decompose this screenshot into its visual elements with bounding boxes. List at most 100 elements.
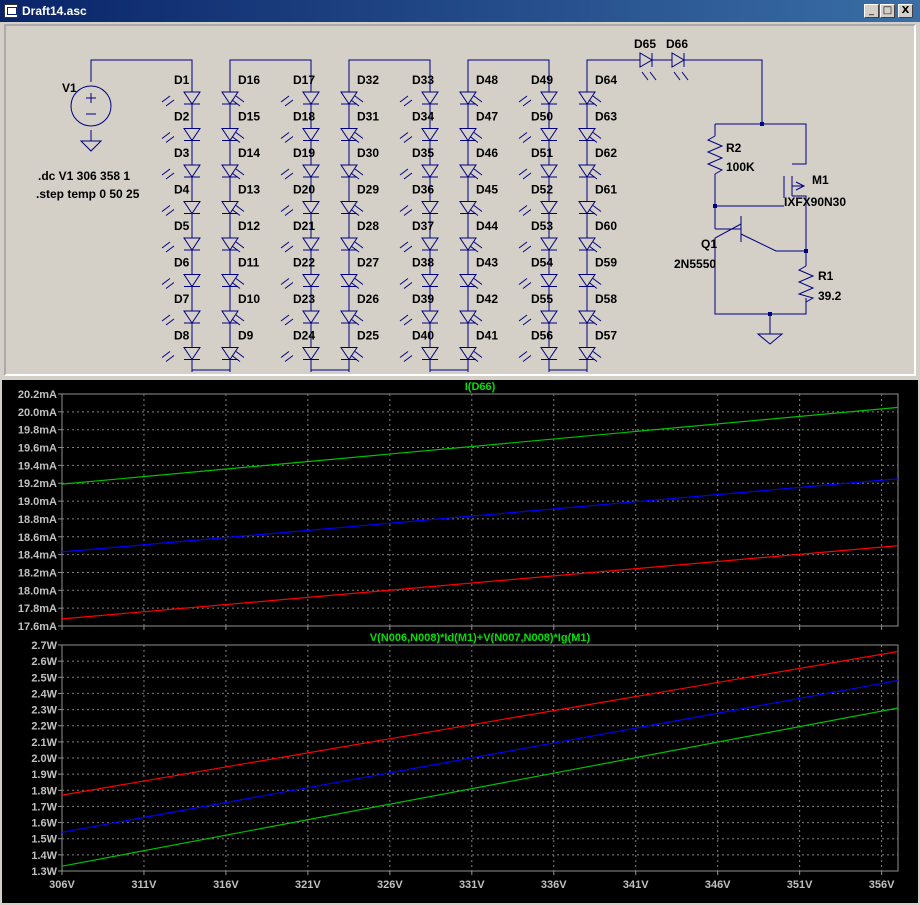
led-d38[interactable]	[399, 274, 439, 289]
schematic-canvas[interactable]: V1 .dc V1 306 358 1 .step temp 0 50 25 R…	[6, 26, 914, 374]
window-titlebar[interactable]: Draft14.asc _ □ X	[0, 0, 920, 22]
led-d53[interactable]	[518, 237, 558, 253]
maximize-button[interactable]: □	[880, 4, 895, 18]
led-d42[interactable]	[459, 310, 483, 326]
led-d24[interactable]	[280, 347, 320, 362]
led-d29[interactable]	[340, 201, 364, 216]
led-d59[interactable]	[578, 274, 602, 289]
led-d37[interactable]	[399, 237, 439, 253]
led-d11[interactable]	[221, 274, 245, 289]
led-label: D66	[666, 37, 688, 51]
led-d10[interactable]	[221, 310, 245, 326]
y-tick-label: 20.0mA	[18, 407, 57, 419]
led-d41[interactable]	[459, 347, 483, 362]
led-d50[interactable]	[518, 128, 558, 143]
light-emit-icon	[518, 351, 532, 362]
led-d54[interactable]	[518, 274, 558, 289]
light-emit-icon	[399, 278, 413, 289]
led-d57[interactable]	[578, 347, 602, 362]
led-d30[interactable]	[340, 164, 364, 180]
waveform-canvas[interactable]: I(D66)17.6mA17.8mA18.0mA18.2mA18.4mA18.6…	[2, 380, 918, 903]
led-d7[interactable]	[161, 310, 201, 326]
y-tick-label: 20.2mA	[18, 389, 57, 401]
led-d3[interactable]	[161, 164, 201, 180]
led-d14[interactable]	[221, 164, 245, 180]
led-d6[interactable]	[161, 274, 201, 289]
led-d12[interactable]	[221, 237, 245, 253]
led-d2[interactable]	[161, 128, 201, 143]
led-d22[interactable]	[280, 274, 320, 289]
led-d9[interactable]	[221, 347, 245, 362]
led-d63[interactable]	[578, 128, 602, 143]
v1-label: V1	[62, 81, 77, 95]
led-d58[interactable]	[578, 310, 602, 326]
led-d35[interactable]	[399, 164, 439, 180]
led-d8[interactable]	[161, 347, 201, 362]
led-label: D34	[412, 110, 434, 124]
trace-3[interactable]	[61, 707, 899, 867]
plot-pane-1[interactable]: I(D66)17.6mA17.8mA18.0mA18.2mA18.4mA18.6…	[18, 381, 899, 633]
led-d65[interactable]	[639, 52, 657, 81]
led-d40[interactable]	[399, 347, 439, 362]
led-d33[interactable]	[399, 91, 439, 107]
led-d19[interactable]	[280, 164, 320, 180]
led-d51[interactable]	[518, 164, 558, 180]
light-emit-icon	[161, 314, 175, 326]
led-d52[interactable]	[518, 201, 558, 216]
led-d32[interactable]	[340, 91, 364, 107]
led-d45[interactable]	[459, 201, 483, 216]
led-d60[interactable]	[578, 237, 602, 253]
trace-3[interactable]	[61, 545, 899, 620]
trace-2[interactable]	[61, 679, 899, 833]
led-d61[interactable]	[578, 201, 602, 216]
led-d16[interactable]	[221, 91, 245, 107]
led-d15[interactable]	[221, 128, 245, 143]
led-d23[interactable]	[280, 310, 320, 326]
led-d66[interactable]	[671, 52, 689, 81]
led-d55[interactable]	[518, 310, 558, 326]
led-label: D43	[476, 256, 498, 270]
led-d13[interactable]	[221, 201, 245, 216]
voltage-source-v1[interactable]	[70, 85, 112, 127]
led-d17[interactable]	[280, 91, 320, 107]
led-d47[interactable]	[459, 128, 483, 143]
minimize-button[interactable]: _	[864, 4, 879, 18]
led-label: D64	[595, 73, 617, 87]
led-label: D9	[238, 329, 254, 343]
led-label: D62	[595, 146, 617, 160]
led-d39[interactable]	[399, 310, 439, 326]
led-d25[interactable]	[340, 347, 364, 362]
y-tick-label: 2.2W	[31, 721, 57, 733]
trace-1[interactable]	[61, 406, 899, 485]
led-d20[interactable]	[280, 201, 320, 216]
led-d48[interactable]	[459, 91, 483, 107]
led-d26[interactable]	[340, 310, 364, 326]
led-d36[interactable]	[399, 201, 439, 216]
led-d49[interactable]	[518, 91, 558, 107]
junction-dot	[713, 204, 717, 208]
schematic-pane[interactable]: V1 .dc V1 306 358 1 .step temp 0 50 25 R…	[4, 24, 916, 376]
led-d62[interactable]	[578, 164, 602, 180]
led-d28[interactable]	[340, 237, 364, 253]
led-d56[interactable]	[518, 347, 558, 362]
led-d64[interactable]	[578, 91, 602, 107]
plot-pane-2[interactable]: V(N006,N008)*Id(M1)+V(N007,N008)*Ig(M1)1…	[31, 632, 899, 891]
led-d43[interactable]	[459, 274, 483, 289]
led-d31[interactable]	[340, 128, 364, 143]
close-button[interactable]: X	[898, 4, 913, 18]
led-d21[interactable]	[280, 237, 320, 253]
trace-2[interactable]	[61, 478, 899, 553]
led-d46[interactable]	[459, 164, 483, 180]
led-d18[interactable]	[280, 128, 320, 143]
light-emit-icon	[469, 314, 483, 326]
led-d27[interactable]	[340, 274, 364, 289]
led-d34[interactable]	[399, 128, 439, 143]
led-d4[interactable]	[161, 201, 201, 216]
led-d1[interactable]	[161, 91, 201, 107]
step-directive: .step temp 0 50 25	[36, 187, 140, 201]
led-d44[interactable]	[459, 237, 483, 253]
trace-1[interactable]	[61, 650, 899, 796]
led-d5[interactable]	[161, 237, 201, 253]
light-emit-icon	[350, 351, 364, 362]
